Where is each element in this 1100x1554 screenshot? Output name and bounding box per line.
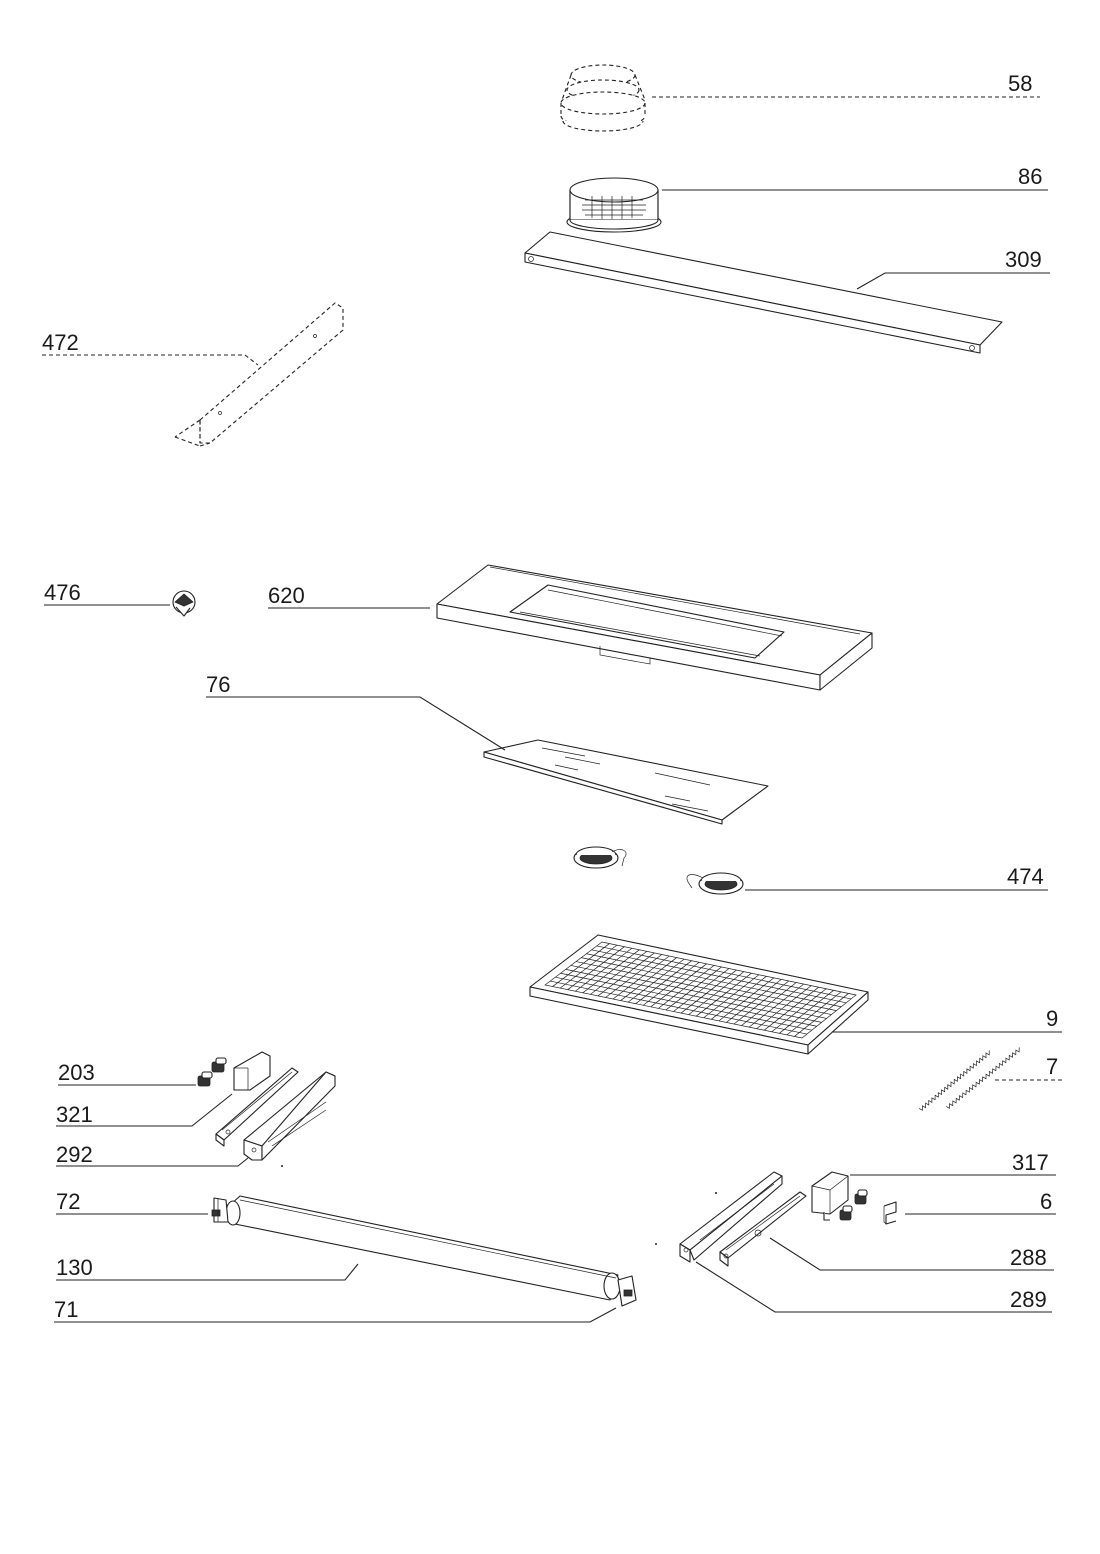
leader-472: 472 (42, 330, 259, 366)
part-71-end-cap-right (617, 1275, 637, 1307)
part-289-guide-rail-right (679, 1171, 783, 1263)
leader-76: 76 (206, 672, 506, 751)
callout-130: 130 (56, 1255, 93, 1280)
leader-309: 309 (856, 247, 1050, 290)
callout-7: 7 (1046, 1054, 1058, 1079)
callout-476: 476 (44, 580, 81, 605)
part-7-springs (919, 1047, 1020, 1111)
part-309-mounting-bar (524, 231, 1003, 354)
leader-71: 71 (54, 1297, 617, 1323)
part-321-slide-rail-left (215, 1067, 299, 1147)
filter-mesh (544, 941, 857, 1039)
leader-288: 288 (769, 1237, 1054, 1271)
leader-9: 9 (832, 1006, 1062, 1033)
stray-marks (281, 1165, 717, 1245)
part-292-guide-rail-left (243, 1071, 336, 1161)
callout-86: 86 (1018, 164, 1042, 189)
part-317-cover-cap-right (811, 1171, 849, 1221)
callout-474: 474 (1007, 864, 1044, 889)
leader-130: 130 (56, 1255, 359, 1281)
leader-86: 86 (662, 164, 1048, 191)
part-9-grease-filter (529, 934, 869, 1055)
callout-309: 309 (1005, 247, 1042, 272)
leader-292: 292 (56, 1142, 249, 1167)
leader-203: 203 (58, 1060, 196, 1086)
leader-72: 72 (56, 1189, 208, 1215)
part-288-slide-rail-right (719, 1191, 807, 1267)
leader-474: 474 (745, 864, 1048, 891)
leader-58: 58 (652, 71, 1040, 98)
part-72-end-cap-left (211, 1197, 229, 1223)
part-58-reducer-collar (560, 64, 646, 132)
callout-76: 76 (206, 672, 230, 697)
part-476-knob (172, 590, 196, 617)
callout-6: 6 (1040, 1189, 1052, 1214)
callout-620: 620 (268, 583, 305, 608)
callout-289: 289 (1010, 1287, 1047, 1312)
leader-321: 321 (56, 1093, 233, 1127)
part-130-front-bar (225, 1195, 621, 1301)
part-620-housing-frame (436, 564, 873, 691)
callout-9: 9 (1046, 1006, 1058, 1031)
part-474-lamp-left (573, 846, 627, 869)
part-203-screws-left (197, 1057, 227, 1087)
leader-317: 317 (850, 1150, 1056, 1176)
leader-7: 7 (995, 1054, 1062, 1081)
part-317-screws-right (839, 1189, 868, 1221)
callout-317: 317 (1012, 1150, 1049, 1175)
callout-292: 292 (56, 1142, 93, 1167)
callout-58: 58 (1008, 71, 1032, 96)
callout-472: 472 (42, 330, 79, 355)
part-6-clip (883, 1201, 897, 1225)
leader-620: 620 (268, 583, 430, 609)
callout-288: 288 (1010, 1245, 1047, 1270)
leader-289: 289 (695, 1261, 1052, 1313)
callout-203: 203 (58, 1060, 95, 1085)
callout-72: 72 (56, 1189, 80, 1214)
callout-321: 321 (56, 1102, 93, 1127)
part-321-cover-cap-left (233, 1051, 271, 1091)
part-472-angle-bracket (174, 302, 344, 447)
part-76-glass-panel (483, 739, 769, 825)
callout-71: 71 (54, 1297, 78, 1322)
part-86-outlet-ring (566, 177, 662, 233)
part-474-lamp-right (686, 872, 744, 895)
leader-476: 476 (44, 580, 170, 606)
leader-6: 6 (905, 1189, 1056, 1215)
